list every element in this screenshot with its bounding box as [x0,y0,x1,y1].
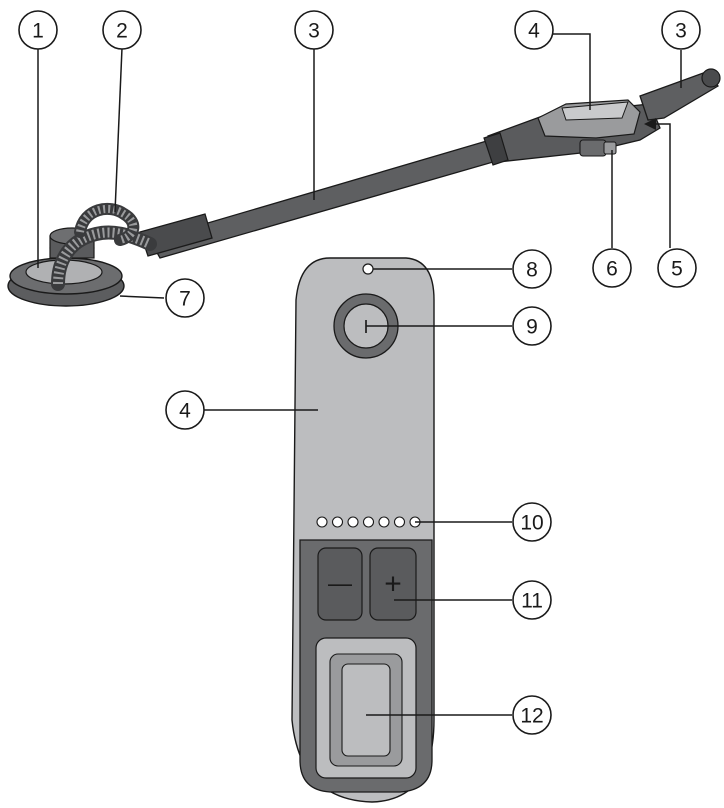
hose-connector [579,139,607,157]
callout-4a: 4 [514,10,554,50]
svg-text:8: 8 [526,259,538,282]
callout-12: 12 [512,695,552,735]
svg-text:10: 10 [520,512,543,535]
leader-2 [114,47,123,213]
callout-7: 7 [165,278,205,318]
svg-text:7: 7 [179,288,191,311]
rear-tube [639,71,719,121]
callout-1: 1 [18,10,58,50]
callout-2: 2 [102,10,142,50]
svg-text:1: 1 [32,20,44,43]
speed-led [347,516,359,528]
leader-5 [652,123,671,248]
handle-collar [483,132,509,166]
rear-end-cap [701,68,721,88]
status-led [362,263,374,275]
speed-led [316,516,328,528]
power-button-symbol: I [363,317,368,337]
callout-4b: 4 [165,390,205,430]
plus-button-symbol: + [384,568,402,601]
speed-led [362,516,375,528]
flexible-hose-loop-ribs [76,204,138,244]
svg-text:11: 11 [521,590,543,613]
svg-text:2: 2 [116,20,128,43]
minus-button[interactable] [317,547,363,621]
callout-10: 10 [512,502,552,542]
callout-3b: 3 [661,10,701,50]
main-switch-inner[interactable] [341,663,391,757]
callouts: 1 2 3 4 3 8 6 5 7 9 4 10 11 12 [18,10,701,735]
svg-text:4: 4 [179,400,191,423]
leader-7 [119,295,165,299]
leader-4a [552,33,591,110]
plus-button[interactable] [369,547,417,621]
svg-text:5: 5 [671,258,683,281]
speed-led [378,516,390,528]
leader-lines [37,33,682,716]
minus-button-symbol: — [328,571,352,598]
leader-5-arrowhead [644,118,656,130]
handle-control-panel-face [561,101,629,121]
svg-text:6: 6 [606,258,618,281]
svg-text:12: 12 [520,705,543,728]
callout-9: 9 [512,306,552,346]
svg-text:9: 9 [526,316,538,339]
callout-11: 11 [512,580,552,620]
hose-connector-tip [603,141,617,155]
drywall-sander [7,68,721,307]
speed-led [393,516,406,528]
callout-3a: 3 [294,10,334,50]
svg-text:3: 3 [308,20,320,43]
control-panel-enlarged: I — + [291,257,435,803]
callout-6: 6 [592,248,632,288]
callout-5: 5 [657,248,697,288]
svg-text:3: 3 [675,20,687,43]
svg-text:4: 4 [528,20,540,43]
callout-8: 8 [512,249,552,289]
speed-led [331,516,344,528]
